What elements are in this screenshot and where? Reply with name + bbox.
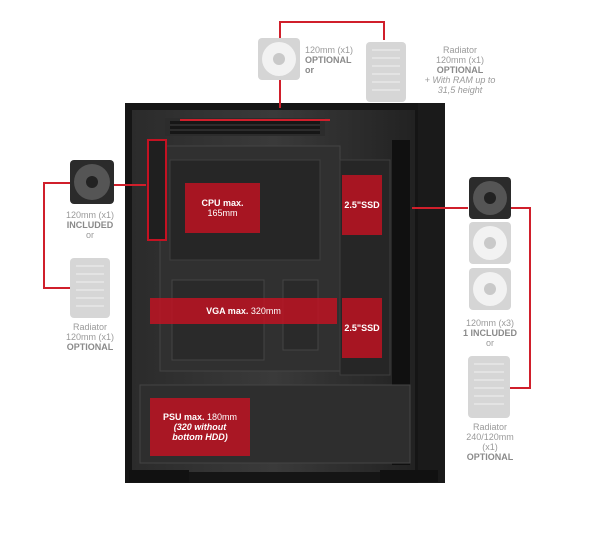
- right-fan-status: 1 INCLUDED: [462, 328, 517, 338]
- psu-prefix: PSU max.: [162, 412, 205, 422]
- ssd-top-label: 2.5"SSD: [344, 200, 380, 210]
- radiator-icon: [468, 356, 510, 418]
- radiator-icon: [366, 42, 406, 102]
- left-fan-label: 120mm (x1) INCLUDED or: [50, 210, 130, 240]
- top-fan-status: OPTIONAL: [305, 55, 352, 65]
- top-or: or: [305, 65, 314, 75]
- right-radiator-qty: (x1): [482, 442, 498, 452]
- left-or: or: [85, 230, 94, 240]
- top-radiator-note-1: + With RAM up to: [424, 75, 496, 85]
- cpu-zone-line-2: 165mm: [207, 208, 238, 218]
- vga-value: 320mm: [250, 306, 281, 316]
- left-fan-status: INCLUDED: [66, 220, 114, 230]
- left-radiator-label: Radiator 120mm (x1) OPTIONAL: [50, 322, 130, 352]
- left-radiator-title: Radiator: [72, 322, 108, 332]
- top-fan-label: 120mm (x1) OPTIONAL or: [305, 45, 375, 75]
- right-radiator-label: Radiator 240/120mm (x1) OPTIONAL: [450, 422, 530, 462]
- right-radiator-size: 240/120mm: [466, 432, 514, 442]
- fan-icon: [469, 268, 511, 310]
- psu-zone: PSU max. 180mm (320 without bottom HDD): [150, 398, 250, 456]
- ssd-zone-top: 2.5"SSD: [342, 175, 382, 235]
- top-fan-size: 120mm (x1): [305, 45, 354, 55]
- psu-value: 180mm: [207, 412, 238, 422]
- fan-icon: [469, 177, 511, 219]
- right-fan-size: 120mm (x3): [465, 318, 514, 328]
- right-or: or: [485, 338, 494, 348]
- right-fan-label: 120mm (x3) 1 INCLUDED or: [450, 318, 530, 348]
- fan-icon: [258, 38, 300, 80]
- top-radiator-status: OPTIONAL: [436, 65, 484, 75]
- vga-prefix: VGA max.: [206, 306, 249, 316]
- ssd-zone-bottom: 2.5"SSD: [342, 298, 382, 358]
- fan-icon: [469, 222, 511, 264]
- left-radiator-size: 120mm (x1): [65, 332, 114, 342]
- top-radiator-note-2: 31,5 height: [437, 85, 483, 95]
- ssd-bottom-label: 2.5"SSD: [344, 323, 380, 333]
- left-radiator-status: OPTIONAL: [66, 342, 114, 352]
- fan-icon: [70, 160, 114, 204]
- right-radiator-status: OPTIONAL: [466, 452, 514, 462]
- left-fan-size: 120mm (x1): [65, 210, 114, 220]
- psu-note-1: (320 without: [173, 422, 227, 432]
- top-radiator-title: Radiator: [442, 45, 478, 55]
- right-radiator-title: Radiator: [472, 422, 508, 432]
- psu-note-2: bottom HDD): [172, 432, 228, 442]
- radiator-icon: [70, 258, 110, 318]
- top-radiator-size: 120mm (x1): [435, 55, 484, 65]
- top-radiator-label: Radiator 120mm (x1) OPTIONAL + With RAM …: [410, 45, 510, 95]
- cpu-zone-line-1: CPU max.: [201, 198, 244, 208]
- vga-zone: VGA max. 320mm: [150, 298, 337, 324]
- cpu-zone: CPU max. 165mm: [185, 183, 260, 233]
